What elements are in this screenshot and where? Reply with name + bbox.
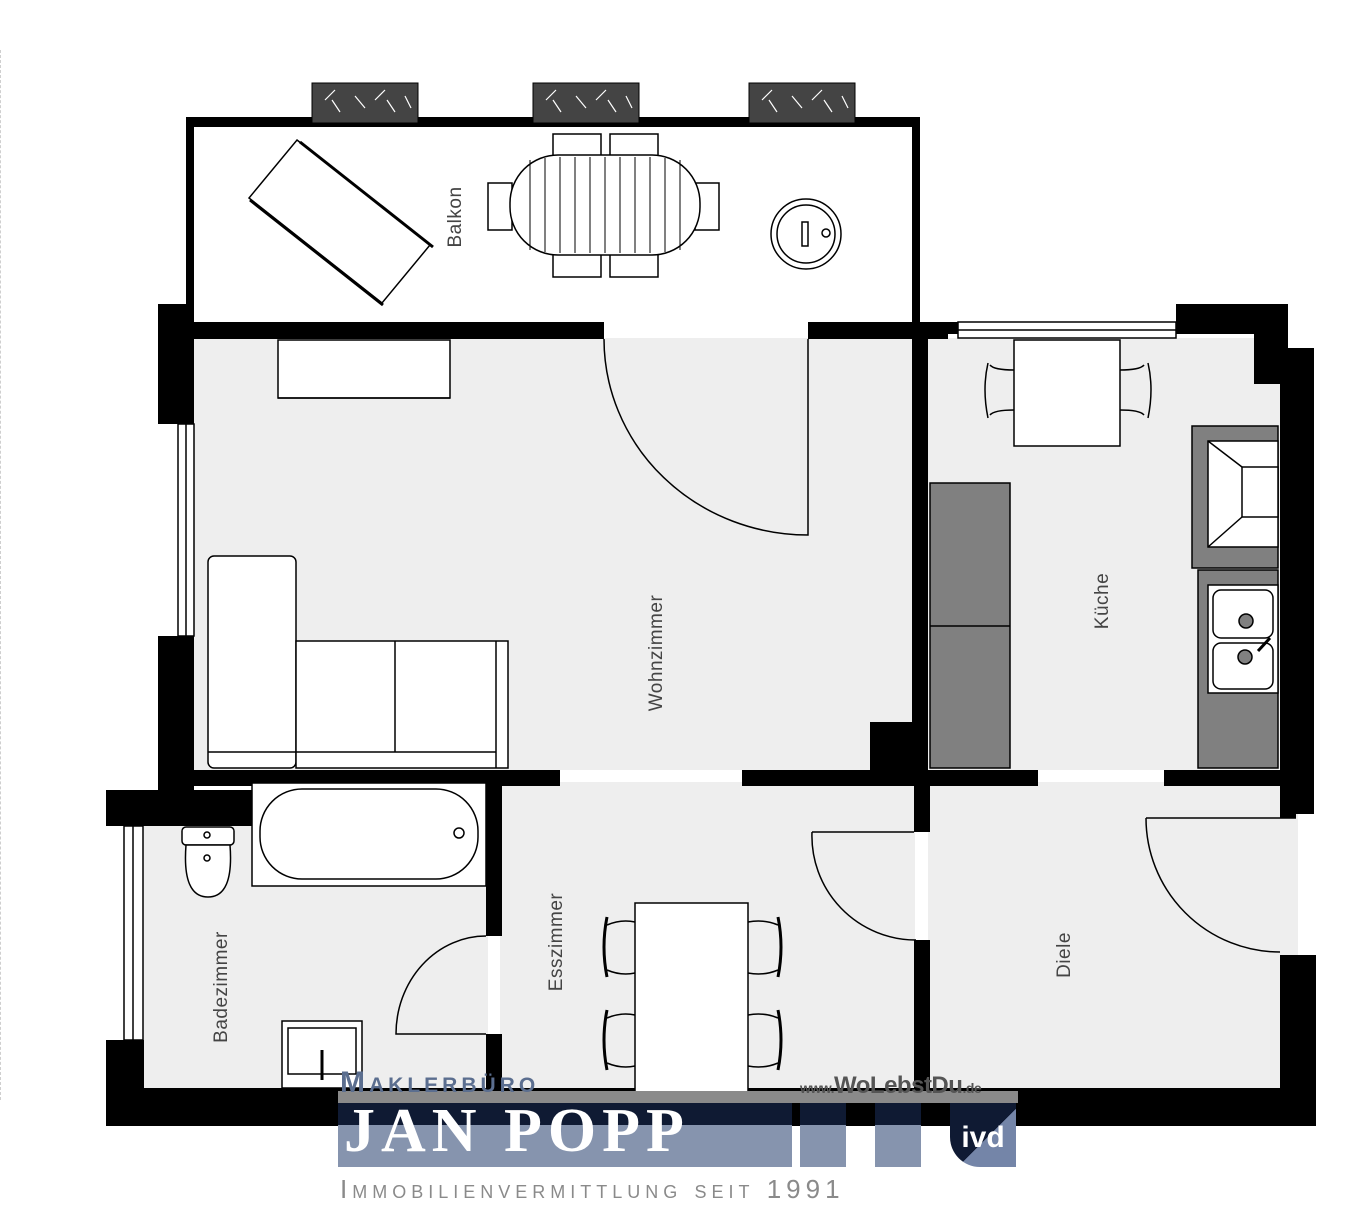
windows: [123, 321, 1177, 1041]
room-label-diele: Diele: [1054, 932, 1075, 978]
logo-grey-band: [338, 1091, 1018, 1103]
logo-square: [800, 1103, 846, 1167]
company-logo: Maklerbüro www.WoLebstDu.de JAN POPP ivd…: [338, 1062, 1018, 1204]
logo-website: www.WoLebstDu.de: [800, 1072, 982, 1099]
room-label-badezimmer: Badezimmer: [211, 931, 232, 1043]
logo-light-band: [338, 1125, 792, 1167]
kitchen-furniture: [929, 339, 1279, 769]
doors: [395, 338, 1296, 1035]
logo-company-name: JAN POPP: [344, 1097, 690, 1165]
ivd-badge-icon: ivd: [950, 1103, 1016, 1167]
walls: [106, 117, 1316, 1126]
bathroom-furniture: [181, 782, 487, 1089]
page-edge-guide: [0, 50, 1, 1100]
logo-maklerbuero: Maklerbüro: [340, 1066, 540, 1099]
planters: [311, 82, 856, 124]
room-label-kueche: Küche: [1092, 572, 1113, 630]
balcony-furniture: [247, 133, 842, 307]
logo-square: [875, 1103, 921, 1167]
living-furniture: [207, 339, 509, 769]
room-label-balkon: Balkon: [445, 186, 466, 248]
logo-tagline: Immobilienvermittlung seit 1991: [340, 1174, 845, 1204]
room-label-wohnzimmer: Wohnzimmer: [646, 594, 667, 712]
room-label-esszimmer: Esszimmer: [546, 892, 567, 992]
logo-navy-band: [338, 1103, 792, 1125]
